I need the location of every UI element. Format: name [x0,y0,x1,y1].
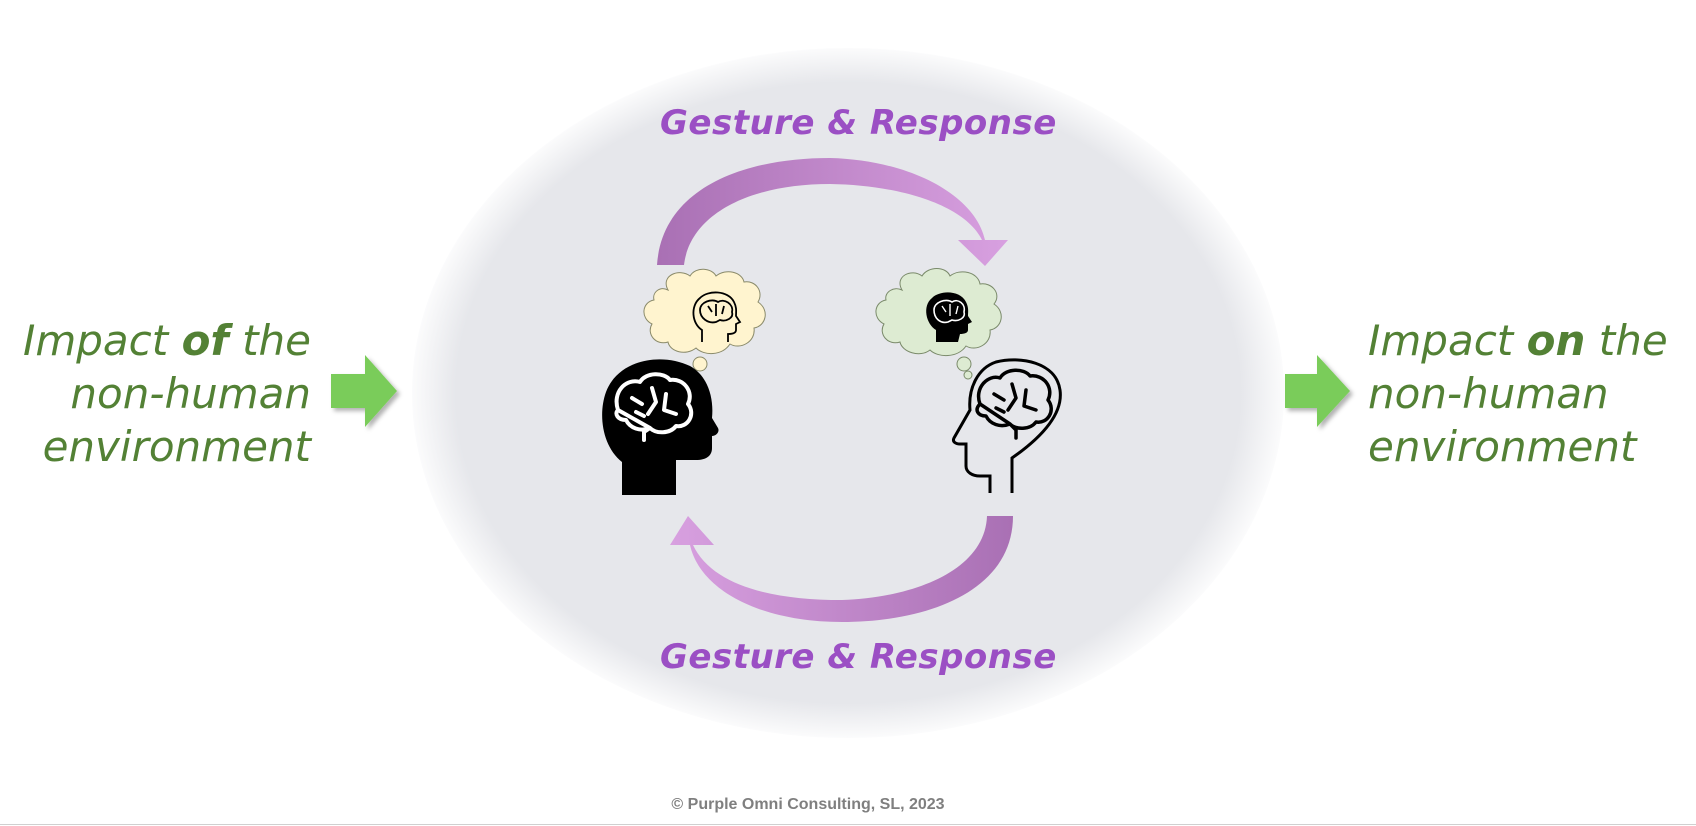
right-line-3: environment [1368,422,1637,471]
bottom-divider [0,824,1696,825]
bottom-cycle-arrow [670,516,1013,622]
green-right-arrow-icon [331,355,397,427]
head-with-brain-outline-icon [952,358,1062,493]
right-line-2: non-human [1368,369,1609,418]
right-line-1-post: the [1585,316,1668,365]
left-line-1-post: the [228,316,311,365]
right-line-1-pre: Impact [1368,316,1527,365]
left-line-2: non-human [70,369,311,418]
interaction-ellipse [412,48,1284,738]
thought-cloud-right [875,268,1002,380]
top-cycle-label: Gesture & Response [660,103,1057,143]
head-outline-small-icon [692,291,742,342]
left-line-1-bold: of [181,316,229,365]
person-left [602,359,719,495]
left-line-1: Impact of the [23,314,311,367]
impact-on-environment-text: Impact on the non-human environment [1368,314,1668,473]
right-line-1: Impact on the [1368,314,1668,367]
impact-of-environment-text: Impact of the non-human environment [23,314,311,473]
left-line-3: environment [42,422,311,471]
top-cycle-arrow [657,158,1008,266]
head-solid-small-icon [926,292,972,342]
brain-left [614,372,694,442]
input-arrow [331,355,397,427]
left-line-1-pre: Impact [22,316,182,365]
copyright-footer: © Purple Omni Consulting, SL, 2023 [671,796,945,813]
person-right [952,358,1062,493]
green-right-arrow-icon [1285,355,1350,427]
output-arrow [1285,355,1350,427]
right-line-1-bold: on [1526,316,1586,365]
brain-right [975,368,1053,440]
bottom-cycle-label: Gesture & Response [660,637,1057,677]
